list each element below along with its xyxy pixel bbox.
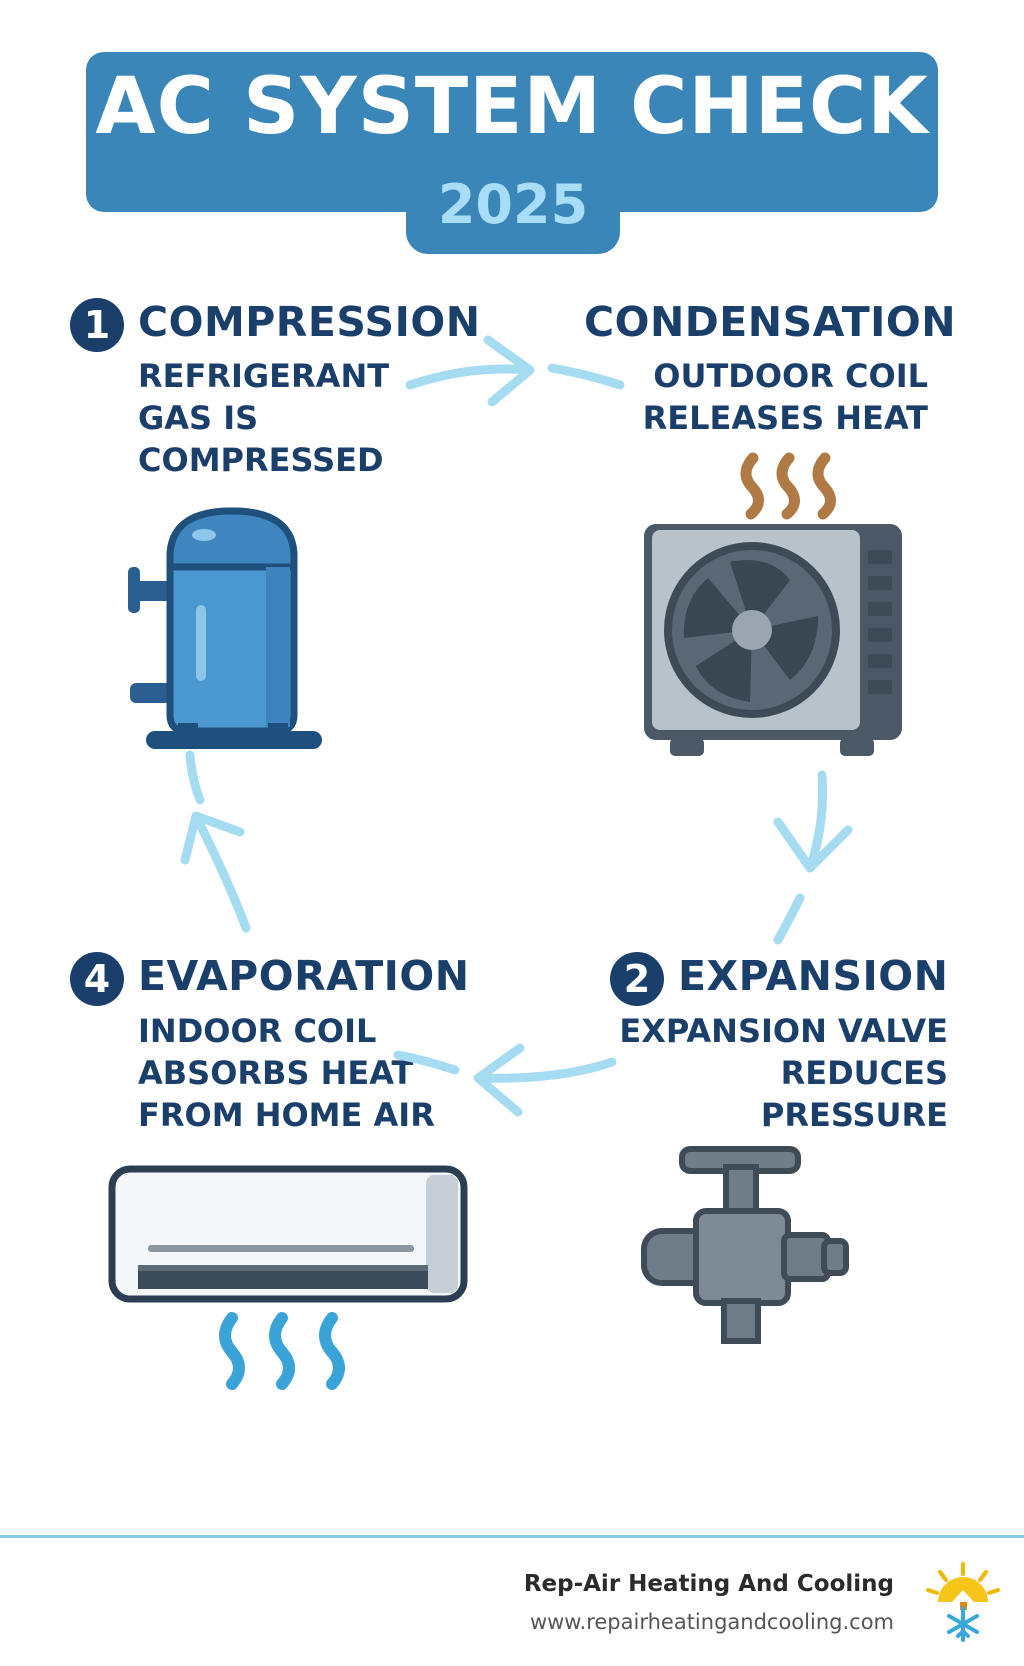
year-tab bbox=[406, 170, 620, 254]
desc-line: PRESSURE bbox=[760, 1096, 948, 1134]
desc-line: ABSORBS HEAT bbox=[138, 1054, 414, 1092]
indoor-ac-unit-icon bbox=[108, 1165, 468, 1303]
page-title: AC SYSTEM CHECK bbox=[95, 62, 929, 152]
company-name: Rep-Air Heating And Cooling bbox=[523, 1571, 894, 1597]
desc-line: RELEASES HEAT bbox=[642, 399, 928, 437]
arrow-right bbox=[405, 335, 625, 407]
step-desc-evaporation: INDOOR COIL ABSORBS HEAT FROM HOME AIR bbox=[138, 1010, 435, 1136]
desc-line: FROM HOME AIR bbox=[138, 1096, 435, 1134]
step-title-compression: COMPRESSION bbox=[138, 298, 481, 346]
arrow-down bbox=[773, 770, 853, 945]
desc-line: GAS IS bbox=[138, 399, 259, 437]
heat-waves-icon bbox=[740, 452, 836, 520]
arrow-left bbox=[393, 1043, 617, 1117]
desc-line: EXPANSION VALVE bbox=[619, 1012, 948, 1050]
desc-line: COMPRESSED bbox=[138, 441, 384, 479]
outdoor-ac-unit-icon bbox=[644, 524, 902, 756]
desc-line: REFRIGERANT bbox=[138, 357, 390, 395]
step-title-evaporation: EVAPORATION bbox=[138, 952, 470, 1000]
step-number-1: 1 bbox=[70, 298, 124, 352]
sun-snowflake-logo-icon bbox=[926, 1562, 1000, 1642]
step-title-expansion: EXPANSION bbox=[678, 952, 949, 1000]
step-number-4: 4 bbox=[70, 952, 124, 1006]
website-link[interactable]: www.repairheatingandcooling.com bbox=[529, 1610, 894, 1634]
desc-line: INDOOR COIL bbox=[138, 1012, 377, 1050]
desc-line: REDUCES bbox=[780, 1054, 948, 1092]
step-desc-condensation: OUTDOOR COIL RELEASES HEAT bbox=[643, 355, 928, 439]
year-label: 2025 bbox=[437, 173, 589, 236]
footer-divider bbox=[0, 1535, 1024, 1538]
step-number-2: 2 bbox=[610, 952, 664, 1006]
compressor-icon bbox=[128, 507, 322, 749]
step-desc-compression: REFRIGERANT GAS IS COMPRESSED bbox=[138, 355, 389, 481]
step-desc-expansion: EXPANSION VALVE REDUCES PRESSURE bbox=[619, 1010, 948, 1136]
desc-line: OUTDOOR COIL bbox=[653, 357, 928, 395]
cool-air-waves-icon bbox=[219, 1312, 345, 1390]
expansion-valve-icon bbox=[641, 1146, 849, 1344]
step-title-condensation: CONDENSATION bbox=[584, 298, 957, 346]
arrow-up bbox=[180, 750, 251, 933]
